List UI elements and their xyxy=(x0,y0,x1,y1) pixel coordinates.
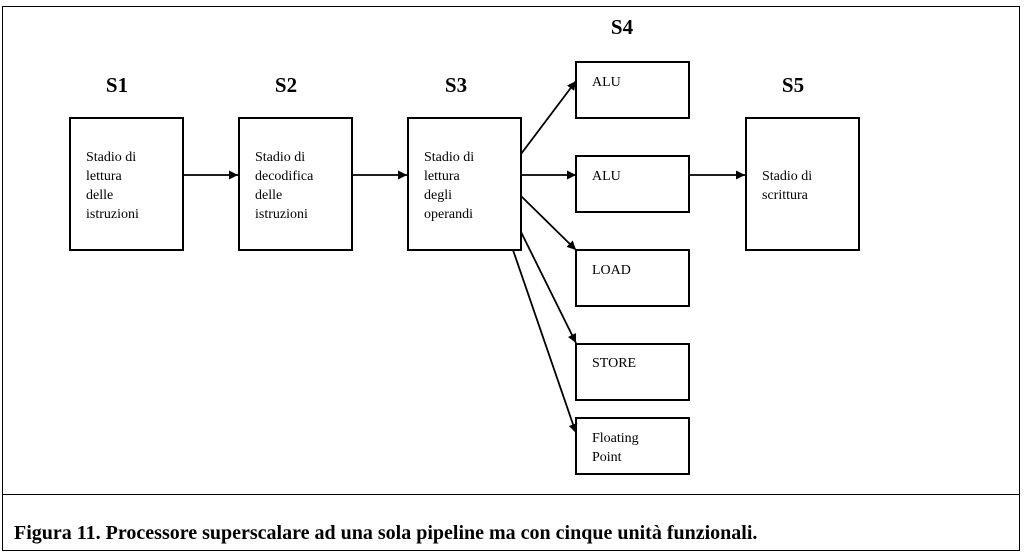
unit-box-alu-1: ALU xyxy=(575,61,690,119)
unit-box-floating-point: Floating Point xyxy=(575,417,690,475)
s3-box-line-3: degli xyxy=(424,188,452,203)
unit-box-load: LOAD xyxy=(575,249,690,307)
stage-label-s4: S4 xyxy=(611,15,634,39)
arrow-s3-to-store xyxy=(520,231,577,344)
stage-label-s1: S1 xyxy=(106,73,128,97)
unit-store-label: STORE xyxy=(592,356,636,371)
stage-box-s5: Stadio di scrittura xyxy=(745,117,860,251)
stage-label-s5: S5 xyxy=(782,73,804,97)
s2-box-line-3: delle xyxy=(255,188,282,203)
unit-box-store: STORE xyxy=(575,343,690,401)
unit-box-alu-2: ALU xyxy=(575,155,690,213)
stage-box-s2: Stadio di decodifica delle istruzioni xyxy=(238,117,353,251)
s1-box-line-2: lettura xyxy=(86,169,123,184)
figure-frame xyxy=(2,6,1020,551)
s3-box-line-4: operandi xyxy=(424,207,473,222)
stage-box-s1: Stadio di lettura delle istruzioni xyxy=(69,117,184,251)
stage-box-s3: Stadio di lettura degli operandi xyxy=(407,117,522,251)
unit-floating-label-2: Point xyxy=(592,450,622,465)
figure-caption: Figura 11. Processore superscalare ad un… xyxy=(14,522,758,544)
unit-floating-label-1: Floating xyxy=(592,431,639,446)
unit-alu-1-label: ALU xyxy=(592,75,621,90)
unit-load-label: LOAD xyxy=(592,263,631,278)
s3-box-line-1: Stadio di xyxy=(424,150,474,165)
s1-box-line-1: Stadio di xyxy=(86,150,136,165)
stage-label-s2: S2 xyxy=(275,73,297,97)
s1-box-line-3: delle xyxy=(86,188,113,203)
s3-box-line-2: lettura xyxy=(424,169,461,184)
s5-box-line-1: Stadio di xyxy=(762,169,812,184)
arrow-s3-to-floating-point xyxy=(512,249,578,434)
s5-box-line-2: scrittura xyxy=(762,188,809,203)
s1-box-line-4: istruzioni xyxy=(86,207,139,222)
s2-box-line-1: Stadio di xyxy=(255,150,305,165)
s2-box-line-4: istruzioni xyxy=(255,207,308,222)
unit-alu-2-label: ALU xyxy=(592,169,621,184)
stage-label-s3: S3 xyxy=(445,73,467,97)
s2-box-line-2: decodifica xyxy=(255,169,314,184)
caption-divider xyxy=(2,494,1020,495)
arrow-s3-to-load xyxy=(520,195,577,251)
arrow-s3-to-alu-1 xyxy=(520,80,577,155)
